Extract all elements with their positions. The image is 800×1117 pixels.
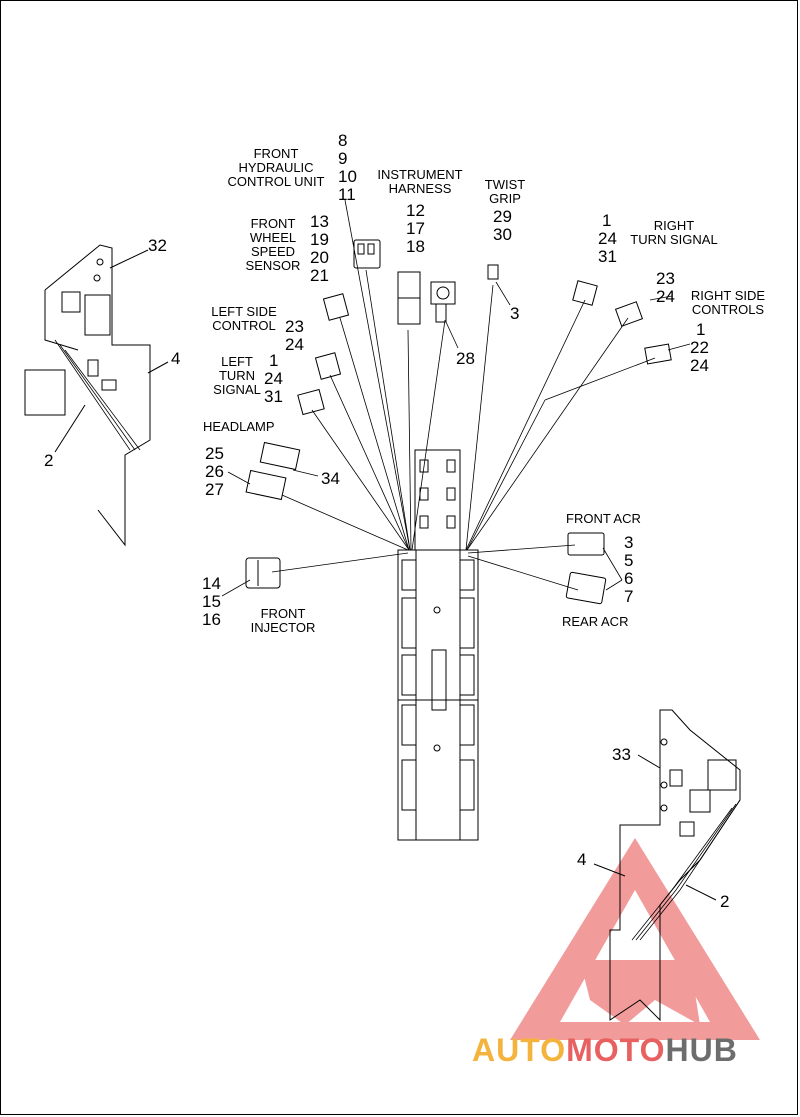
part-number: 14 <box>202 574 221 593</box>
detail-left-assembly <box>24 244 169 547</box>
part-number: 1 <box>602 211 612 230</box>
part-number: 23 <box>656 269 675 288</box>
frame-spine <box>397 449 479 841</box>
wire-bundle <box>271 199 656 591</box>
part-number: 11 <box>338 185 356 204</box>
callout-34: 34 <box>321 469 340 488</box>
callout-4-top: 4 <box>171 349 181 368</box>
part-number: 24 <box>264 369 283 388</box>
callout-2-top: 2 <box>44 451 54 470</box>
connector-right-turn <box>572 280 598 306</box>
watermark-triangle <box>510 838 760 1040</box>
front-hcu-part-numbers: 8 9 10 11 <box>338 132 357 204</box>
label-instrument-harness: INSTRUMENT HARNESS <box>377 167 463 196</box>
front-wheel-part-numbers: 13 19 20 21 <box>310 213 329 285</box>
connector-front-acr <box>567 532 605 556</box>
callout-4-bottom: 4 <box>577 850 587 869</box>
logo-part-hub: HUB <box>665 1032 738 1068</box>
label-twist-grip: TWIST GRIP <box>484 177 526 206</box>
part-number: 24 <box>656 287 675 306</box>
connector-injector <box>245 557 281 589</box>
part-number: 24 <box>690 356 709 375</box>
label-front-acr: FRONT ACR <box>566 511 641 526</box>
connector-right-side-b <box>644 343 672 365</box>
connector-left-turn <box>297 388 325 416</box>
connector-rear-acr <box>565 571 607 605</box>
part-number: 27 <box>205 480 224 499</box>
part-number: 31 <box>264 387 283 406</box>
callout-2-bottom: 2 <box>720 892 730 911</box>
connector-right-side-a <box>614 301 644 327</box>
label-left-side-control: LEFT SIDE CONTROL <box>211 304 277 333</box>
part-number: 24 <box>285 335 304 354</box>
connector-left-side <box>314 352 342 380</box>
callout-3: 3 <box>510 304 520 323</box>
part-number: 22 <box>690 338 709 357</box>
front-injector-part-numbers: 14 15 16 <box>202 575 221 629</box>
callout-28: 28 <box>456 349 475 368</box>
part-number: 23 <box>285 317 304 336</box>
part-number: 26 <box>205 462 224 481</box>
part-number: 16 <box>202 610 221 629</box>
connector-hcu <box>353 239 381 269</box>
logo-part-auto: AUTO <box>472 1032 567 1068</box>
part-number: 15 <box>202 592 221 611</box>
part-number: 9 <box>338 149 348 168</box>
part-number: 1 <box>696 320 706 339</box>
part-number: 5 <box>624 551 634 570</box>
label-headlamp: HEADLAMP <box>203 419 275 434</box>
part-number: 18 <box>406 237 425 256</box>
left-side-part-numbers: 23 24 <box>285 318 304 354</box>
connector-wheel-speed <box>322 293 350 321</box>
right-side-part-numbers-a: 23 24 <box>656 270 675 306</box>
part-number: 7 <box>624 587 634 606</box>
label-front-injector: FRONT INJECTOR <box>250 606 316 635</box>
label-rear-acr: REAR ACR <box>562 614 629 629</box>
connector-headlamp <box>245 441 301 501</box>
part-number: 17 <box>406 219 425 238</box>
part-number: 3 <box>624 533 634 552</box>
label-left-turn-signal: LEFT TURN SIGNAL <box>213 354 261 397</box>
part-number: 21 <box>310 266 329 285</box>
twist-grip-part-numbers: 29 30 <box>493 208 512 244</box>
callout-32: 32 <box>148 236 167 255</box>
part-number: 24 <box>598 229 617 248</box>
part-number: 12 <box>406 201 425 220</box>
part-number: 30 <box>493 225 512 244</box>
watermark-logo: AUTOMOTOHUB <box>472 1032 738 1069</box>
part-number: 31 <box>598 247 617 266</box>
connector-twist-grip <box>487 264 499 280</box>
part-number: 19 <box>310 230 329 249</box>
detail-right-assembly <box>593 709 741 1022</box>
label-right-side-controls: RIGHT SIDE CONTROLS <box>690 288 766 317</box>
logo-part-moto: MOTO <box>566 1032 666 1068</box>
left-turn-part-numbers: 1 24 31 <box>264 352 283 406</box>
part-number: 25 <box>205 444 224 463</box>
part-number: 20 <box>310 248 329 267</box>
instrument-part-numbers: 12 17 18 <box>406 202 425 256</box>
part-number: 1 <box>269 351 279 370</box>
part-number: 6 <box>624 569 634 588</box>
label-front-wheel-speed-sensor: FRONT WHEEL SPEED SENSOR <box>245 216 301 273</box>
connector-instrument <box>397 271 456 325</box>
part-number: 8 <box>338 131 348 150</box>
part-number: 13 <box>310 212 329 231</box>
part-number: 29 <box>493 207 512 226</box>
callout-33: 33 <box>612 745 631 764</box>
right-turn-part-numbers: 1 24 31 <box>598 212 617 266</box>
label-front-hcu: FRONT HYDRAULIC CONTROL UNIT <box>227 146 325 189</box>
part-number: 10 <box>338 167 357 186</box>
headlamp-part-numbers: 25 26 27 <box>205 445 224 499</box>
callout-leaders <box>221 281 691 597</box>
acr-part-numbers: 3 5 6 7 <box>624 534 633 606</box>
right-side-part-numbers-b: 1 22 24 <box>690 321 709 375</box>
label-right-turn-signal: RIGHT TURN SIGNAL <box>630 218 718 247</box>
